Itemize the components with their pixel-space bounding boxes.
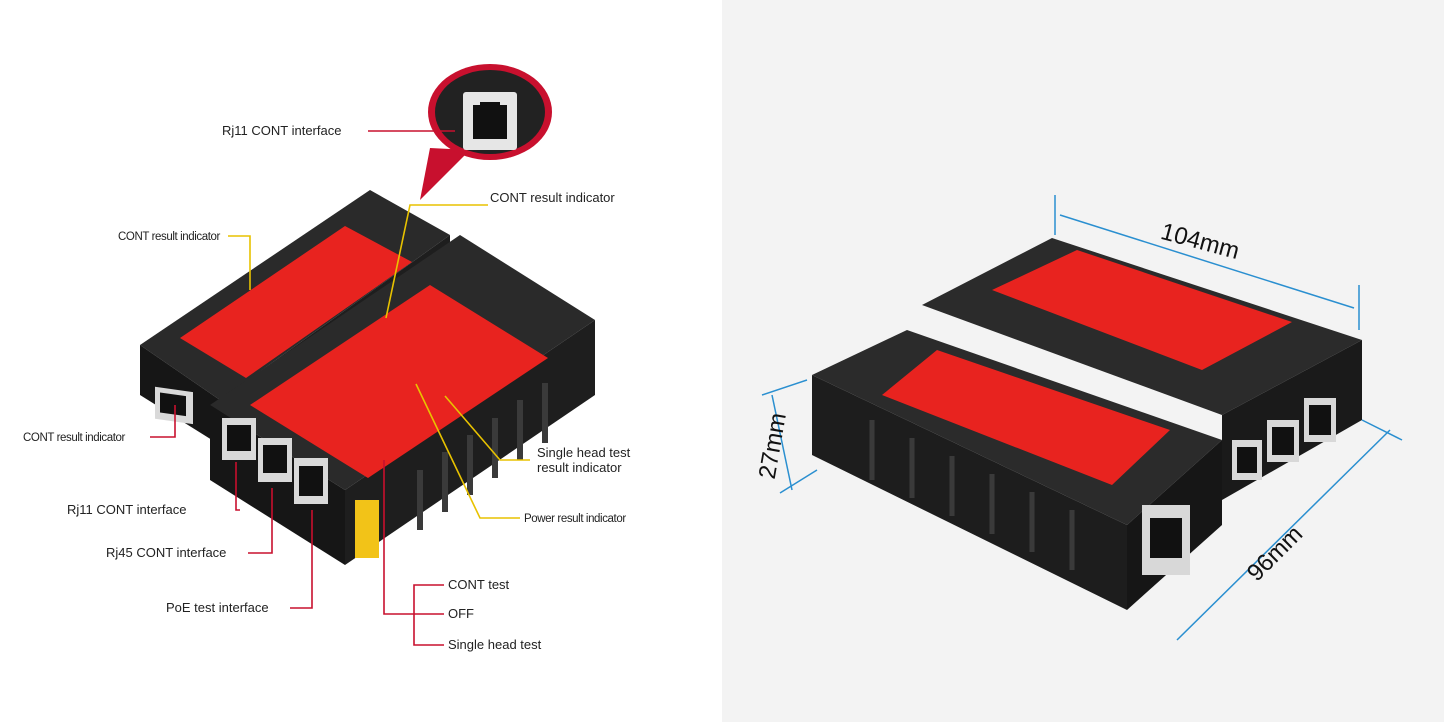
right-master-unit — [922, 238, 1362, 500]
rj11-top-callout: Rj11 CONT interface — [222, 123, 342, 138]
master-unit — [210, 235, 595, 565]
cont-result-bottom-callout: CONT result indicator — [23, 432, 125, 444]
dimension-lines — [761, 195, 1403, 641]
yellow-leader-lines — [228, 204, 530, 519]
off-callout: OFF — [448, 606, 474, 621]
device-illustration-right — [761, 195, 1403, 641]
cont-result-top-callout: CONT result indicator — [490, 190, 615, 205]
device-illustration-left — [140, 64, 595, 646]
rj11-zoom-bubble — [420, 64, 552, 200]
annotated-device-panel: Rj11 CONT interface CONT result indicato… — [23, 64, 631, 652]
right-remote-unit — [812, 330, 1222, 610]
rj45-callout: Rj45 CONT interface — [106, 545, 227, 560]
red-leader-lines — [150, 130, 455, 646]
single-head-test-callout: Single head test — [448, 637, 542, 652]
poe-callout: PoE test interface — [166, 600, 269, 615]
cont-result-small-callout: CONT result indicator — [118, 231, 220, 243]
single-head-callout-line1: Single head test — [537, 445, 631, 460]
single-head-callout-line2: result indicator — [537, 460, 622, 475]
dimension-photo-panel: 104mm 96mm 27mm — [722, 0, 1444, 722]
power-result-callout: Power result indicator — [524, 513, 626, 525]
rj11-bottom-callout: Rj11 CONT interface — [67, 502, 187, 517]
cont-test-callout: CONT test — [448, 577, 510, 592]
